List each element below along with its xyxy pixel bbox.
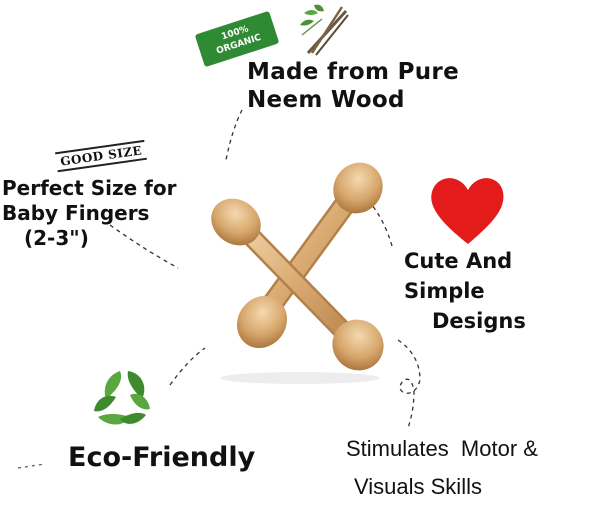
feature-stim-line2: Visuals Skills <box>354 474 482 499</box>
connector-eco-left <box>17 463 46 469</box>
recycle-leaves-icon <box>94 371 150 425</box>
connector-stim <box>397 339 421 429</box>
feature-neem-wood: Made from Pure Neem Wood <box>247 58 459 114</box>
feature-size-line2: Baby Fingers <box>2 201 150 225</box>
connector-neem <box>225 109 243 161</box>
connector-eco <box>169 347 206 386</box>
feature-cute-line2: Designs <box>432 309 526 333</box>
feature-stimulates-skills: Stimulates Motor & Visuals Skills <box>346 430 538 506</box>
feature-neem-line2: Neem Wood <box>247 87 405 113</box>
feature-perfect-size: Perfect Size for Baby Fingers (2-3") <box>2 176 176 251</box>
heart-icon <box>431 178 504 244</box>
connector-cute <box>371 204 393 247</box>
feature-stim-line1: Stimulates Motor & <box>346 436 538 461</box>
connector-size <box>109 224 179 269</box>
feature-eco-friendly: Eco-Friendly <box>68 442 256 473</box>
feature-size-line1: Perfect Size for <box>2 176 177 200</box>
feature-cute-designs: Cute And Simple Designs <box>404 246 600 336</box>
feature-size-line3: (2-3") <box>24 226 89 250</box>
neem-twig-icon <box>300 4 349 56</box>
wooden-teether-image <box>211 162 384 384</box>
feature-neem-line1: Made from Pure <box>247 59 459 85</box>
feature-cute-line1: Cute And Simple <box>404 249 513 303</box>
